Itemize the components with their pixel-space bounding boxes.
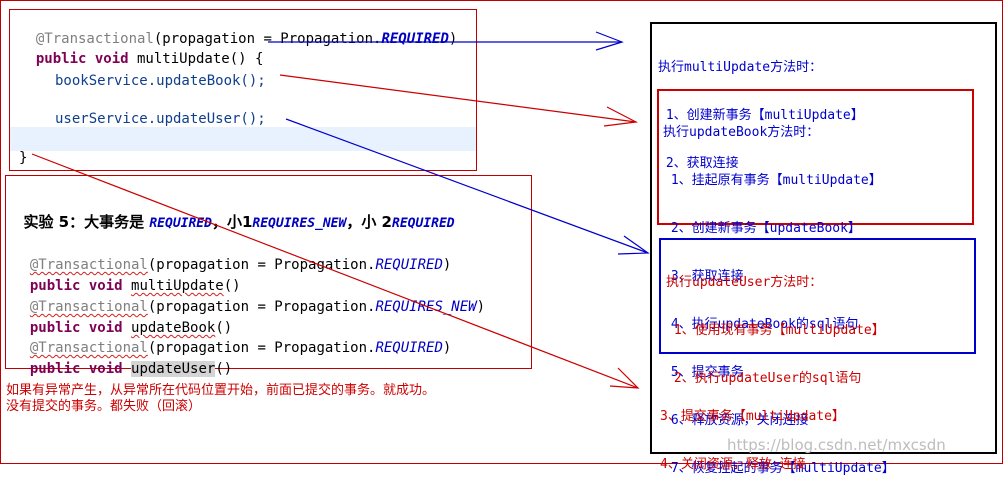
annotation: @Transactional: [29, 299, 148, 315]
user-line: 2、执行updateUser的sql语句: [666, 371, 862, 386]
constant: REQUIRES_NEW: [375, 299, 477, 315]
book-line: 执行updateBook方法时：: [663, 125, 820, 140]
multi-update-note: 执行multiUpdate方法时： 1、创建新事务【multiUpdate】 2…: [658, 28, 864, 188]
keyword: public void: [35, 51, 129, 67]
book-line: 1、挂起原有事务【multiUpdate】: [663, 173, 882, 188]
code-text: multiUpdate() {: [128, 51, 264, 67]
arrows-layer: [31, 31, 650, 389]
arrow-multi-update: [268, 31, 624, 51]
title-text: 实验 5：大事务是: [23, 213, 150, 231]
code-text: ): [476, 299, 486, 315]
constant: REQUIRED: [375, 340, 443, 356]
annotation: @Transactional: [29, 257, 148, 273]
update-user-note: 执行updateUser方法时： 1、使用现有事务【multiUpdate】 2…: [666, 243, 885, 403]
multi-line: 执行multiUpdate方法时：: [658, 60, 823, 75]
method-name: updateBook: [131, 320, 216, 336]
keyword: public void: [29, 320, 123, 336]
user-line: 执行updateUser方法时：: [666, 275, 823, 290]
keyword: public void: [29, 278, 123, 294]
multi-line: 1、创建新事务【multiUpdate】: [658, 108, 864, 123]
code-text: (propagation = Propagation.: [147, 340, 376, 356]
top-code-line-3: bookService.updateBook();: [55, 73, 266, 89]
user-line: 1、使用现有事务【multiUpdate】: [666, 323, 885, 338]
code-text: (propagation = Propagation.: [147, 257, 376, 273]
code-text: (): [215, 320, 233, 336]
keyword: public void: [29, 361, 123, 377]
code-text: ): [442, 340, 452, 356]
annotation: @Transactional: [35, 31, 154, 47]
code-text: (propagation = Propagation.: [147, 299, 376, 315]
constant: REQUIRED: [381, 31, 449, 47]
book-line: 5、提交事务: [663, 365, 744, 380]
update-user-box: [659, 238, 976, 354]
annotation: @Transactional: [29, 340, 148, 356]
update-book-box: [657, 89, 974, 225]
top-code-line-1: @Transactional(propagation = Propagation…: [19, 15, 457, 47]
exp-line-1: @Transactional(propagation = Propagation…: [13, 241, 451, 273]
book-line: 3、获取连接: [663, 269, 744, 284]
top-code-box: [9, 9, 477, 171]
experiment-title: 实验 5：大事务是 REQUIRED，小1REQUIRES_NEW，小 2REQ…: [13, 193, 455, 232]
book-line: 4、执行updateBook的sql语句: [663, 317, 859, 332]
code-text: ): [442, 257, 452, 273]
method-name: multiUpdate: [131, 278, 224, 294]
exp-line-3: @Transactional(propagation = Propagation…: [13, 283, 485, 315]
title-text: ，小1: [211, 213, 253, 231]
top-code-line-2: public void multiUpdate() {: [19, 35, 264, 67]
title-requires-new: REQUIRES_NEW: [252, 216, 347, 231]
bottom-note-line-1: 如果有异常产生，从异常所在代码位置开始，前面已提交的事务。就成功。: [6, 383, 436, 398]
watermark: https://blog.csdn.net/mxcsdn: [727, 436, 946, 454]
final-line: 3、提交事务【multiUpdate】: [660, 409, 845, 424]
arrow-update-book: [279, 74, 638, 127]
code-text: ): [448, 31, 458, 47]
title-text: ，小 2: [346, 213, 392, 231]
code-text: (propagation = Propagation.: [153, 31, 382, 47]
code-text: (): [223, 278, 241, 294]
book-line: 6、释放资源，关闭连接: [663, 413, 809, 428]
top-code-line-4: userService.updateUser();: [55, 111, 266, 127]
title-required-2: REQUIRED: [392, 216, 455, 231]
top-code-line-5: }: [19, 150, 28, 166]
arrow-update-user: [285, 118, 650, 255]
code-text: (): [215, 361, 233, 377]
title-required: REQUIRED: [149, 216, 212, 231]
current-line-highlight: [10, 127, 476, 151]
experiment-box: [5, 175, 532, 369]
exp-line-2: public void multiUpdate(): [13, 262, 241, 294]
exp-line-5: @Transactional(propagation = Propagation…: [13, 324, 451, 356]
method-name-selected: updateUser: [131, 361, 216, 377]
book-line: 2、创建新事务【updateBook】: [663, 221, 861, 236]
bottom-note-line-2: 没有提交的事务。都失败（回滚）: [6, 399, 202, 414]
exp-line-4: public void updateBook(): [13, 304, 232, 336]
constant: REQUIRED: [375, 257, 443, 273]
multi-line: 2、获取连接: [658, 156, 739, 171]
exp-line-6: public void updateUser(): [13, 345, 232, 377]
right-panel: [650, 22, 997, 454]
arrow-final-steps: [31, 153, 640, 389]
